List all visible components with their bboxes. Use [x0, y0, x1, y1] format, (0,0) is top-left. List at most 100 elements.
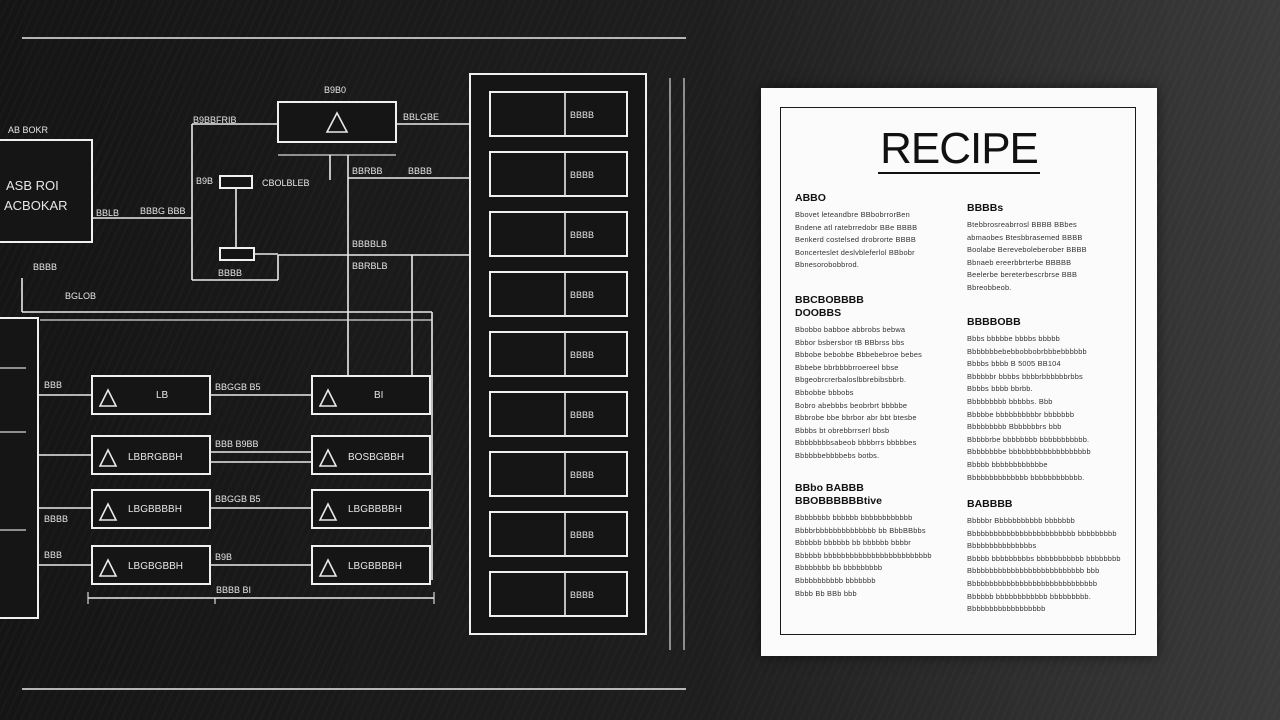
warning-icon	[318, 448, 338, 467]
component-box-right	[311, 545, 431, 585]
recipe-line: Bobro abebbbs beobrbrt bbbbbe	[795, 400, 908, 410]
recipe-line: Bbbbs bbbb bbrbb.	[967, 384, 1033, 394]
rack-slot-box	[489, 271, 628, 317]
recipe-line: Bbbbbbbb bb bbbbbbbbb	[795, 563, 883, 573]
rack-slot-label: BBBB	[570, 110, 594, 120]
component-label-left: LB	[156, 390, 169, 401]
recipe-title-text: RECIPE	[878, 124, 1040, 174]
component-row-4: LBGBGBBH LBGBBBBH	[91, 545, 431, 585]
recipe-line: Beelerbe bereterbescrbrse BBB	[967, 270, 1078, 280]
recipe-line: Bbbbbbr bbbbs bbbbrbbbbbbrbbs	[967, 371, 1083, 381]
recipe-line: Bbbbbbbebebbobbobrbbbebbbbbb	[967, 346, 1087, 356]
top-warning-box	[277, 101, 397, 143]
recipe-section-6: BABBBB Bbbbbr Bbbbbbbbbbb bbbbbbb Bbbbbb…	[967, 498, 1127, 616]
rack-slot: BBBB	[489, 91, 628, 137]
rack-slot-box	[489, 331, 628, 377]
recipe-line: Bbbbbbbbbbbbbbbbbb	[967, 604, 1046, 614]
rack-slot-label: BBBB	[570, 590, 594, 600]
recipe-line: Benkerd costelsed drobrorte BBBB	[795, 235, 917, 245]
recipe-line: abmaobes Btesbbrasemed BBBB	[967, 232, 1083, 242]
component-row-1: LB BI	[91, 375, 431, 415]
component-box-left	[91, 435, 211, 475]
rack-slot-label: BBBB	[570, 230, 594, 240]
recipe-line: Bbbbbbbbb bbbbbs. Bbb	[967, 396, 1053, 406]
top-box-left-label: B9BBFRIB	[193, 115, 237, 125]
recipe-line: Bbgeobrcrerbaloslbbrebibsbbrb.	[795, 375, 907, 385]
mid-label-2: BBBG BBB	[140, 206, 186, 216]
recipe-line: Bbbbrbbbbbbbbbbbbbb bb BbbBBbbs	[795, 525, 926, 535]
recipe-line: Bbbbbbbb bbbbbb bbbbbbbbbbbb	[795, 513, 913, 522]
recipe-line: Bbbbbb bbbbbbbbbbbbbbbbbbbbbbbbb	[795, 550, 932, 560]
recipe-line: Bbbrobe bbe bbrbor abr bbt btesbe	[795, 413, 917, 423]
recipe-section-heading: ABBO	[795, 192, 826, 204]
mid-side-4: BBBB	[408, 166, 432, 176]
recipe-line: Bbbbbbbbb Bbbbbbbrs bbb	[967, 422, 1062, 432]
component-box-left	[91, 375, 211, 415]
left-edge-label-2: BBBB	[44, 514, 68, 524]
rack-slot-label: BBBB	[570, 530, 594, 540]
warning-icon	[325, 111, 349, 133]
recipe-line: Bbbobbe bbbobs	[795, 387, 854, 397]
rack-slot-label: BBBB	[570, 350, 594, 360]
bottom-bus-label: BBBB BI	[216, 585, 251, 595]
rack-slot: BBBB	[489, 151, 628, 197]
recipe-line: Bbbbb bbbbbbbbbbbbe	[967, 459, 1048, 469]
component-box-right	[311, 435, 431, 475]
component-label-right: LBGBBBBH	[348, 561, 402, 572]
recipe-line: Boncerteslet deslvbleferlol BBbobr	[795, 247, 915, 257]
recipe-line: Bndene atl ratebrredobr BBe BBBB	[795, 222, 918, 232]
rack-slot-box	[489, 391, 628, 437]
mid-side-2: BBBBLB	[352, 239, 387, 249]
recipe-sheet: RECIPE ABBO Bbovet leteandbre BBbobrrorB…	[761, 88, 1157, 656]
rack-slot-box	[489, 511, 628, 557]
warning-icon	[98, 502, 118, 521]
left-panel-top-label: AB BOKR	[8, 125, 49, 135]
recipe-line: Bbnaeb ereerbbrterbe BBBBB	[967, 257, 1072, 267]
rack-slot-label: BBBB	[570, 170, 594, 180]
recipe-line: Bbbb Bb BBb bbb	[795, 588, 857, 598]
rack-slot-box	[489, 211, 628, 257]
rack-slot-box	[489, 451, 628, 497]
rack-slot-label: BBBB	[570, 470, 594, 480]
recipe-section-4: BBBBOBB Bbbs bbbbbe bbbbs bbbbb Bbbbbbbe…	[967, 316, 1127, 484]
warning-icon	[98, 558, 118, 577]
component-label-right: LBGBBBBH	[348, 504, 402, 515]
left-label-c: BGLOB	[65, 291, 96, 301]
component-row-2: LBBRGBBH BOSBGBBH	[91, 435, 431, 475]
left-panel-line-2: ACBOKAR	[4, 198, 68, 213]
rack-slot: BBBB	[489, 331, 628, 377]
top-box-right-label: BBLGBE	[403, 112, 439, 122]
component-row-3: LBGBBBBH LBGBBBBH	[91, 489, 431, 529]
small-label-1: B9B	[196, 176, 213, 186]
recipe-line: Bbbbbbbbe bbbbbbbbbbbbbbbbbbb	[967, 447, 1091, 457]
recipe-section-3: BBCBOBBBB DOOBBS Bbobbo babboe abbrobs b…	[795, 294, 955, 463]
rack-slot: BBBB	[489, 451, 628, 497]
recipe-line: Bbbbb bbbbbbbbbs bbbbbbbbbbb bbbbbbbb	[967, 553, 1121, 563]
recipe-frame	[780, 107, 1136, 635]
rack-slot: BBBB	[489, 571, 628, 617]
recipe-line: Bbbbbr Bbbbbbbbbbb bbbbbbb	[967, 516, 1075, 525]
recipe-section-1: ABBO Bbovet leteandbre BBbobrrorBen Bnde…	[795, 192, 955, 272]
recipe-line: Bbbbbbbbbbbbbbbs	[967, 541, 1037, 551]
left-edge-label-1: BBB	[44, 380, 62, 390]
switch-box-1	[219, 175, 253, 189]
recipe-line: Bbobbo babboe abbrobs bebwa	[795, 325, 906, 334]
top-box-label: B9B0	[324, 85, 346, 95]
recipe-line: Bbovet leteandbre BBbobrrorBen	[795, 210, 910, 219]
rack-slot: BBBB	[489, 211, 628, 257]
recipe-line: Bbbbbrbe bbbbbbbb bbbbbbbbbbb.	[967, 434, 1090, 444]
schematic-diagram: ASB ROI ACBOKAR AB BOKR B9B0 B9BBFRIB BB…	[0, 37, 686, 690]
warning-icon	[318, 558, 338, 577]
warning-icon	[318, 388, 338, 407]
recipe-section-heading: BBBBOBB	[967, 316, 1021, 328]
recipe-line: Bbbbbbebbbbebs botbs.	[795, 450, 880, 460]
mid-label-4: BBGGB B5	[215, 382, 261, 392]
recipe-section-heading: BABBBB	[967, 498, 1013, 510]
small-label-1-right: CBOLBLEB	[262, 178, 310, 188]
recipe-line: Bbbbbb bbbbbb bb bbbbbb bbbbr	[795, 538, 911, 548]
recipe-line: Bbbbbbbbbbb bbbbbbb	[795, 575, 876, 585]
component-label-right: BOSBGBBH	[348, 452, 404, 463]
recipe-line: Bbbbbbbbsabeob bbbbrrs bbbbbes	[795, 438, 917, 448]
recipe-line: Bbbbs bbbb B 5005 BB104	[967, 359, 1061, 369]
